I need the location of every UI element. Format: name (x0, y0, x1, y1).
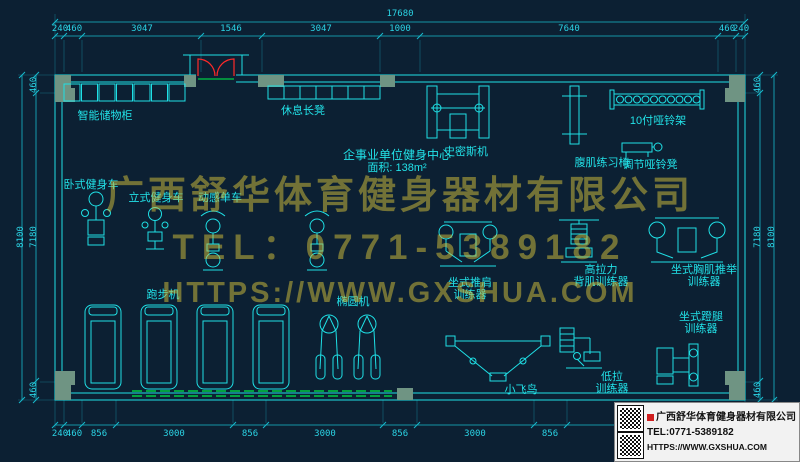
label-adj-bench: 调节哑铃凳 (622, 159, 678, 171)
label-fly: 小飞鸟 (504, 384, 538, 396)
treadmill-3 (196, 304, 234, 390)
label-shoulder-press: 坐式推肩 训练器 (448, 277, 492, 301)
chest-press-machine (648, 217, 726, 263)
upright-bike (141, 207, 169, 250)
label-locker: 智能储物柜 (77, 110, 133, 122)
elliptical-2 (353, 314, 381, 380)
label-chest-press-l2: 训练器 (687, 276, 721, 288)
dim-top-4: 3047 (310, 24, 332, 34)
qr-codes (617, 405, 644, 459)
treadmill-4 (252, 304, 290, 390)
dim-top-0: 240 (51, 24, 69, 34)
dim-right-outer: 8100 (767, 226, 777, 248)
dim-right-2: 460 (753, 381, 763, 399)
low-row-machine (559, 327, 602, 369)
label-shoulder-press-l2: 训练器 (453, 289, 487, 301)
label-shoulder-press-l1: 坐式推肩 (448, 277, 492, 289)
label-lat-pulldown-l1: 高拉力 (584, 264, 618, 276)
label-leg-press-l2: 训练器 (684, 323, 718, 335)
dim-top-2: 3047 (131, 24, 153, 34)
smith-machine (426, 85, 490, 139)
dim-bottom-2: 856 (90, 429, 108, 439)
company-info-panel: 广西舒华体育健身器材有限公司 TEL:0771-5389182 HTTPS://… (614, 402, 800, 462)
dim-bottom-7: 3000 (464, 429, 486, 439)
dim-bottom-3: 3000 (163, 429, 185, 439)
label-smith: 史密斯机 (444, 146, 488, 158)
dim-right-1: 7180 (753, 226, 763, 248)
leg-press-machine (656, 343, 699, 387)
dimension-lines (18, 14, 778, 429)
rest-bench (267, 85, 381, 100)
columns (55, 75, 745, 400)
spin-bike-2 (304, 210, 330, 271)
dim-top-5: 1000 (389, 24, 411, 34)
label-low-row-l1: 低拉 (601, 371, 623, 383)
label-ab-chair: 腹肌练习椅 (574, 157, 630, 169)
label-dumbbell-rack: 10付哑铃架 (629, 115, 687, 127)
dim-right-0: 460 (753, 76, 763, 94)
dim-bottom-0: 240 (51, 429, 69, 439)
dim-bottom-4: 856 (241, 429, 259, 439)
label-low-row-l2: 训练器 (595, 383, 629, 395)
dim-top-6: 7640 (558, 24, 580, 34)
spin-bike-1 (200, 210, 226, 271)
window-strip (132, 390, 392, 397)
label-leg-press: 坐式蹬腿 训练器 (679, 311, 723, 335)
dumbbell-rack (609, 89, 705, 110)
dim-top-8: 240 (732, 24, 750, 34)
label-recumbent: 卧式健身车 (63, 179, 119, 191)
plan-title-block: 企事业单位健身中心 面积: 138m² (342, 148, 452, 175)
dim-bottom-5: 3000 (314, 429, 336, 439)
infobox-tel: TEL:0771-5389182 (647, 427, 734, 439)
qr-code-2 (617, 432, 644, 459)
label-lat-pulldown-l2: 背肌训练器 (573, 276, 629, 288)
infobox-web: HTTPS://WWW.GXSHUA.COM (647, 441, 767, 452)
recumbent-bike (81, 191, 111, 246)
dim-top-1: 460 (65, 24, 83, 34)
dim-left-1: 7180 (29, 226, 39, 248)
label-leg-press-l1: 坐式蹬腿 (679, 311, 723, 323)
dim-left-outer: 8100 (16, 226, 26, 248)
dim-top-7: 460 (718, 24, 736, 34)
dim-left-2: 460 (29, 381, 39, 399)
vestibule (183, 54, 249, 75)
ab-chair (562, 85, 587, 145)
label-low-row: 低拉 训练器 (596, 371, 629, 395)
company-info-text: 广西舒华体育健身器材有限公司 TEL:0771-5389182 HTTPS://… (647, 410, 796, 454)
adjustable-bench (621, 142, 663, 157)
treadmill-2 (140, 304, 178, 390)
plan-area: 面积: 138m² (367, 162, 427, 174)
dim-bottom-1: 460 (65, 429, 83, 439)
double-door (197, 58, 235, 77)
label-spin: 动感单车 (198, 192, 242, 204)
infobox-company: 广西舒华体育健身器材有限公司 (656, 411, 796, 423)
cable-crossover (445, 335, 551, 382)
lat-pulldown-machine (559, 219, 599, 263)
dim-bottom-6: 856 (391, 429, 409, 439)
locker-row (63, 83, 186, 102)
dim-top-total: 17680 (386, 9, 414, 19)
label-chest-press-l1: 坐式胸肌推举 (671, 264, 737, 276)
brand-bullet-icon (647, 414, 654, 422)
dim-bottom-8: 856 (541, 429, 559, 439)
dim-top-3: 1546 (220, 24, 242, 34)
dim-left-0: 460 (29, 76, 39, 94)
plan-title: 企事业单位健身中心 (342, 148, 452, 162)
elliptical-1 (315, 314, 343, 380)
shoulder-press-machine (438, 221, 498, 267)
treadmill-1 (84, 304, 122, 390)
label-upright: 立式健身车 (128, 192, 184, 204)
label-chest-press: 坐式胸肌推举 训练器 (671, 264, 737, 288)
label-treadmill: 跑步机 (146, 289, 180, 301)
label-rest-bench: 休息长凳 (281, 105, 325, 117)
label-elliptical: 椭圆机 (336, 296, 370, 308)
qr-code-1 (617, 405, 644, 432)
label-lat-pulldown: 高拉力 背肌训练器 (574, 264, 629, 288)
